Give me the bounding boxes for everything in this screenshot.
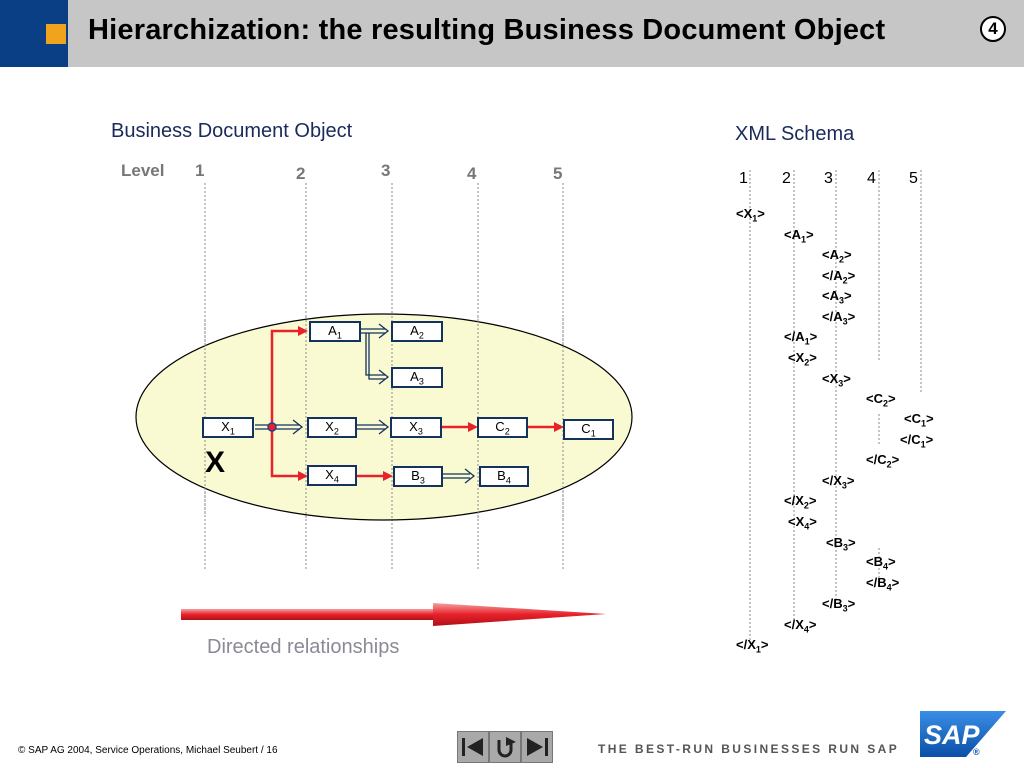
node-c1: C1 xyxy=(563,419,614,440)
node-b4: B4 xyxy=(479,466,529,487)
svg-text:SAP: SAP xyxy=(924,720,981,750)
svg-text:®: ® xyxy=(973,747,980,757)
node-x1: X1 xyxy=(202,417,254,438)
xml-tag: </B3> xyxy=(822,596,856,614)
xml-tag: </A2> xyxy=(822,268,856,286)
level-label: Level xyxy=(121,161,165,180)
xml-tag: <B3> xyxy=(826,535,856,553)
level-1-label: 1 xyxy=(195,161,205,180)
node-b3: B3 xyxy=(393,466,443,487)
header-bar xyxy=(68,0,1024,67)
level-5-label: 5 xyxy=(553,164,563,183)
back-icon[interactable] xyxy=(457,731,489,763)
xml-heading: XML Schema xyxy=(735,123,855,145)
edge-x1-x4 xyxy=(270,427,300,478)
node-a3: A3 xyxy=(391,367,443,388)
node-x3: X3 xyxy=(390,417,442,438)
xml-tag: </C2> xyxy=(866,452,900,470)
xml-tag: <C2> xyxy=(866,391,896,409)
xml-tag: </A1> xyxy=(784,329,818,347)
node-x4: X4 xyxy=(307,465,357,486)
node-x2: X2 xyxy=(307,417,357,438)
xml-tag: <B4> xyxy=(866,554,896,572)
sap-tagline: THE BEST-RUN BUSINESSES RUN SAP xyxy=(598,742,900,756)
xml-tag: <A1> xyxy=(784,227,814,245)
bdo-heading: Business Document Object xyxy=(111,120,353,142)
slide-title: Hierarchization: the resulting Business … xyxy=(88,14,886,46)
object-name-label: X xyxy=(205,446,226,479)
edge-x1-a1 xyxy=(270,329,300,427)
xml-tag: <X3> xyxy=(822,371,851,389)
xml-tag: </X3> xyxy=(822,473,855,491)
xml-tag: <X2> xyxy=(788,350,817,368)
return-icon[interactable] xyxy=(489,731,521,763)
xml-tag: </A3> xyxy=(822,309,856,327)
node-a1: A1 xyxy=(309,321,361,342)
level-2-label: 2 xyxy=(296,164,306,183)
xml-tag: </X1> xyxy=(736,637,769,655)
xml-tag: <X1> xyxy=(736,206,765,224)
xml-tag: </B4> xyxy=(866,575,900,593)
header-orange-square xyxy=(46,24,66,44)
footer-copyright: © SAP AG 2004, Service Operations, Micha… xyxy=(18,745,278,756)
sap-logo: SAP ® xyxy=(920,711,1006,757)
directed-arrow xyxy=(181,603,606,626)
xml-tag: <X4> xyxy=(788,514,817,532)
xml-tag: <A3> xyxy=(822,288,852,306)
xml-tag: <C1> xyxy=(904,411,934,429)
step-badge: 4 xyxy=(980,16,1006,42)
xml-tag: <A2> xyxy=(822,247,852,265)
xml-level-3: 3 xyxy=(824,170,833,187)
xml-level-1: 1 xyxy=(739,170,748,187)
directed-caption: Directed relationships xyxy=(207,636,400,658)
node-c2: C2 xyxy=(477,417,528,438)
xml-level-4: 4 xyxy=(867,170,876,187)
xml-level-5: 5 xyxy=(909,170,918,187)
level-3-label: 3 xyxy=(381,161,391,180)
level-4-label: 4 xyxy=(467,164,477,183)
xml-tag: </X4> xyxy=(784,617,817,635)
xml-level-2: 2 xyxy=(782,170,791,187)
forward-icon[interactable] xyxy=(521,731,553,763)
junction-dot xyxy=(267,422,277,432)
xml-tag: </C1> xyxy=(900,432,934,450)
xml-tag: </X2> xyxy=(784,493,817,511)
slide-navigation xyxy=(457,731,553,763)
node-a2: A2 xyxy=(391,321,443,342)
